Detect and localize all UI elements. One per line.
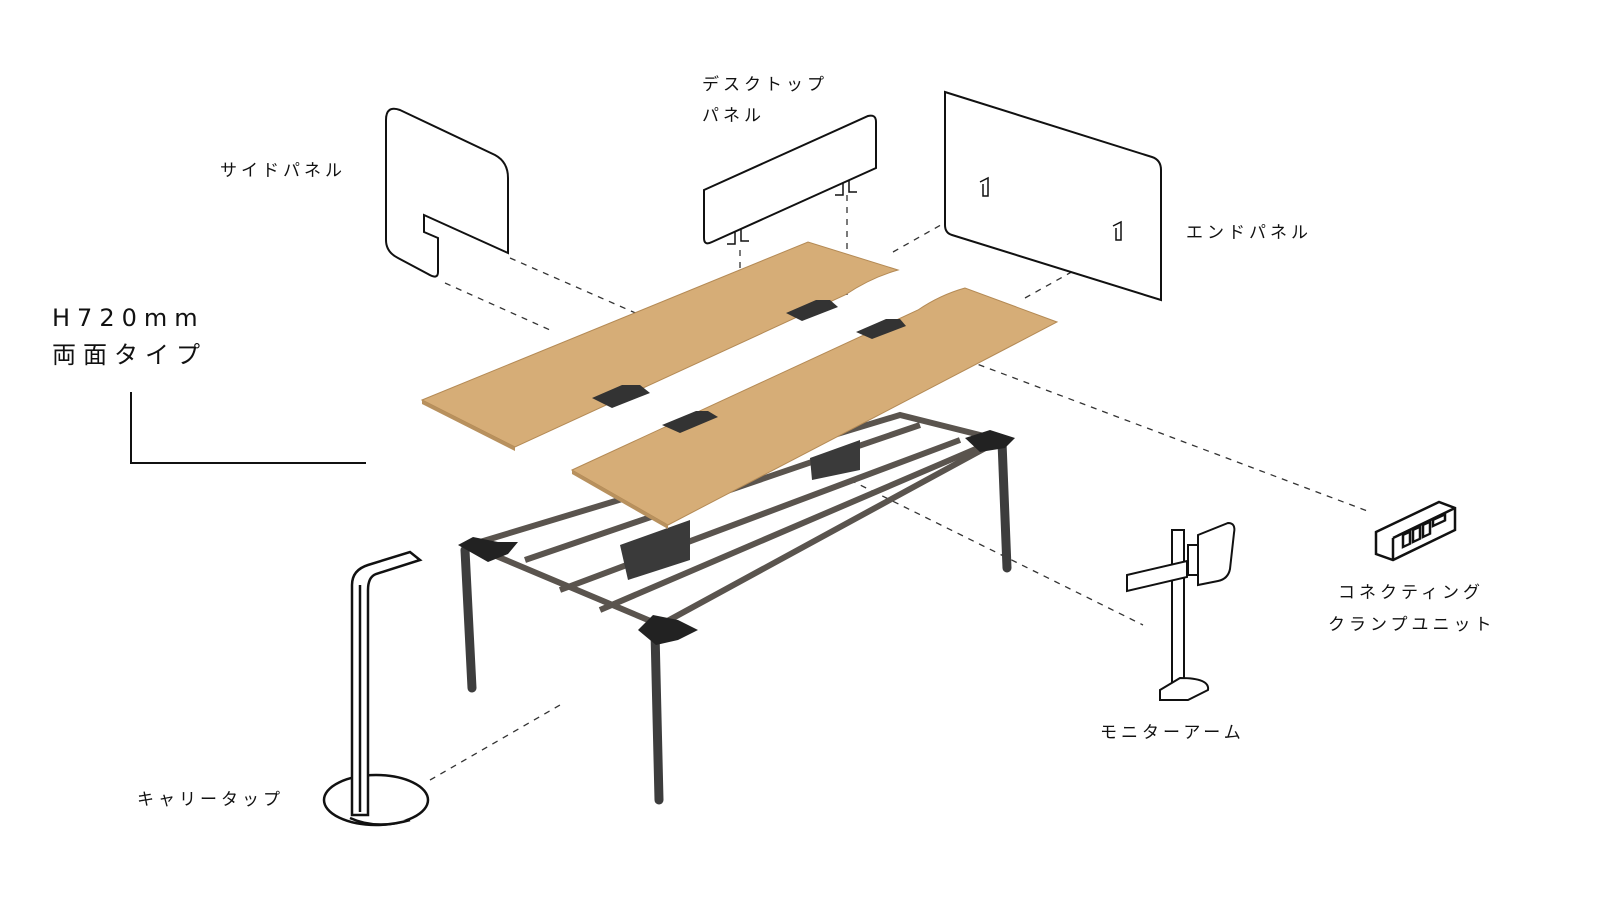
- connecting-clamp-shape: [1374, 500, 1457, 562]
- label-connecting-clamp-2: クランプユニット: [1328, 615, 1496, 635]
- end-panel-shape: [944, 90, 1162, 302]
- side-panel-shape: [385, 107, 509, 278]
- height-bracket: [130, 392, 366, 464]
- monitor-arm-shape: [1126, 521, 1236, 701]
- desktop-board-left: [420, 241, 900, 448]
- title-height: H720mm: [52, 304, 205, 332]
- label-connecting-clamp-1: コネクティング: [1338, 583, 1484, 603]
- label-desktop-panel-1: デスクトップ: [702, 75, 828, 95]
- label-side-panel: サイドパネル: [220, 161, 346, 181]
- desktop-panel-shape: [703, 114, 877, 245]
- desktop-board-right: [570, 287, 1059, 526]
- cable-grommets: [592, 300, 906, 433]
- label-end-panel: エンドパネル: [1186, 223, 1312, 243]
- carry-tap-shape: [322, 550, 430, 827]
- leg-joints: [458, 430, 1015, 645]
- desk-legs: [460, 437, 1012, 805]
- label-desktop-panel-2: パネル: [702, 106, 765, 126]
- label-carry-tap: キャリータップ: [137, 790, 284, 810]
- label-monitor-arm: モニターアーム: [1100, 723, 1245, 743]
- leader-lines: [429, 195, 1371, 781]
- title-type: 両面タイプ: [52, 341, 207, 369]
